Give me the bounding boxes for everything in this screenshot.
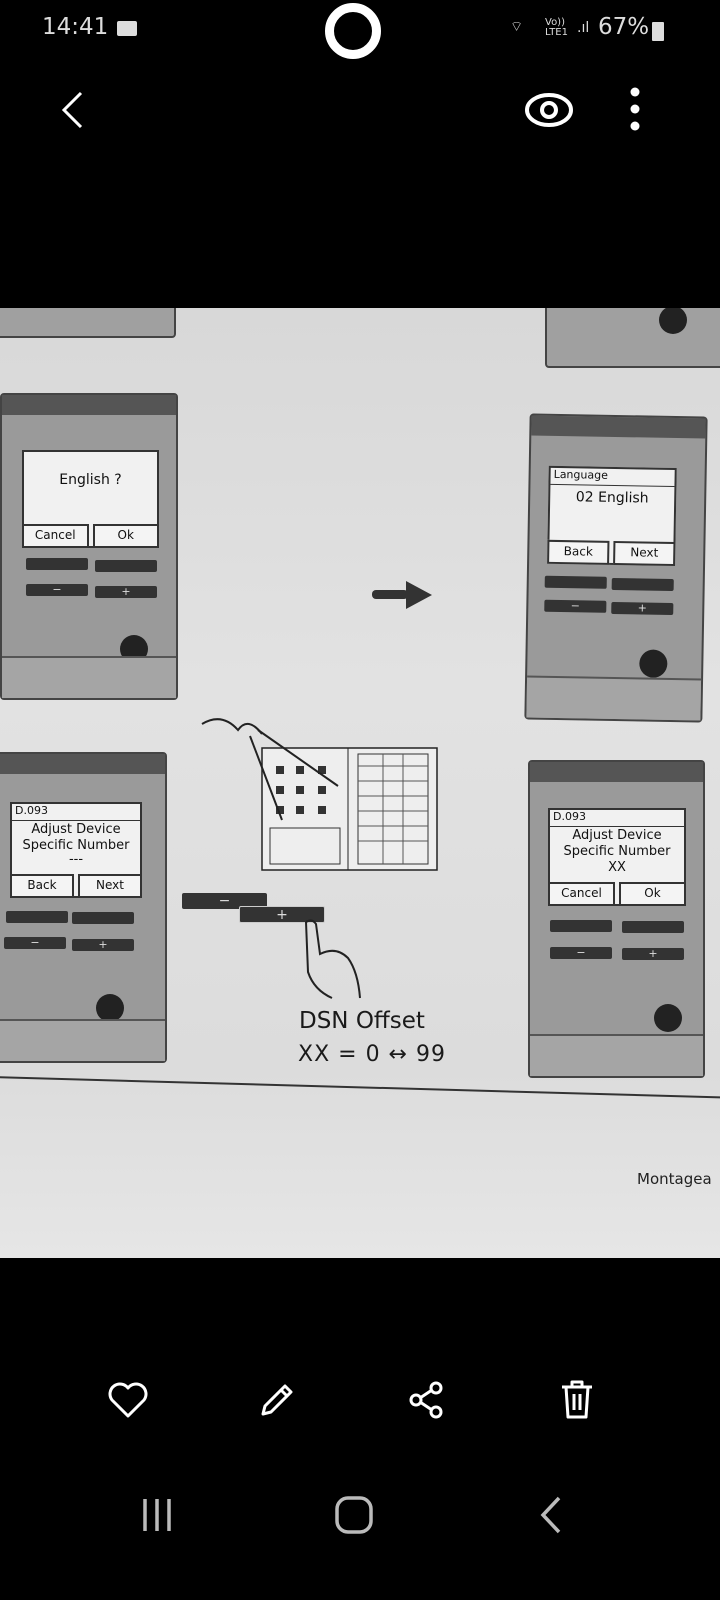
screen-line2: Specific Number <box>22 838 130 853</box>
recent-apps-button[interactable] <box>132 1492 182 1538</box>
view-eye-button[interactable] <box>522 88 576 132</box>
screen-line3: --- <box>68 852 84 867</box>
arrow-right-icon <box>372 581 432 609</box>
device-panel-english: English ? Cancel Ok −+ <box>0 393 178 700</box>
softkey-next: Next <box>78 874 142 898</box>
share-button[interactable] <box>402 1378 450 1422</box>
plus-key: + <box>611 601 674 616</box>
softkey-back: Back <box>547 539 610 565</box>
status-time: 14:41 <box>42 14 109 40</box>
big-minus-key: − <box>182 893 267 909</box>
battery-percent: 67% <box>598 14 650 40</box>
minus-key: − <box>26 584 88 596</box>
screen-text: English ? <box>59 472 122 488</box>
screen-header: D.093 <box>12 804 140 821</box>
softkey-next: Next <box>613 540 676 567</box>
camera-recording-indicator-icon <box>325 3 381 59</box>
home-button[interactable] <box>329 1492 379 1538</box>
minus-key: − <box>4 937 66 949</box>
plus-key: + <box>622 948 684 960</box>
softkey-back: Back <box>10 874 74 898</box>
dsn-offset-range: XX = 0 ↔ 99 <box>298 1042 446 1067</box>
delete-button[interactable] <box>553 1378 601 1422</box>
page-divider-line <box>0 1076 720 1099</box>
message-notification-icon <box>117 21 137 36</box>
softkey-cancel: Cancel <box>548 882 615 906</box>
big-plus-key: + <box>239 906 325 923</box>
dsn-offset-title: DSN Offset <box>299 1008 425 1034</box>
screen-header: Language <box>550 467 675 488</box>
plus-key: + <box>95 586 157 598</box>
softkey-ok: Ok <box>619 882 686 906</box>
edit-button[interactable] <box>253 1378 301 1422</box>
photo-image[interactable]: English ? Cancel Ok −+ Language 02 Engli… <box>0 308 720 1258</box>
screen-line1: Adjust Device <box>572 828 662 843</box>
device-panel-language: Language 02 English Back Next −+ <box>524 413 708 723</box>
back-button[interactable] <box>52 88 92 132</box>
plus-key: + <box>72 939 134 951</box>
minus-key: − <box>544 599 607 613</box>
softkey-ok: Ok <box>92 524 159 548</box>
more-options-button[interactable] <box>620 86 650 132</box>
device-panel-dsn-empty: D.093 Adjust Device Specific Number --- … <box>0 752 167 1063</box>
device-panel-partial <box>545 308 720 368</box>
screen-header: D.093 <box>550 810 684 827</box>
screen-line3: XX <box>608 860 626 875</box>
softkey-cancel: Cancel <box>22 524 89 548</box>
screen-line2: Specific Number <box>563 844 671 859</box>
device-panel-dsn-xx: D.093 Adjust Device Specific Number XX C… <box>528 760 705 1078</box>
minus-key: − <box>550 947 612 959</box>
screen-text: 02 English <box>575 489 649 507</box>
device-panel-partial <box>0 308 176 338</box>
pressing-hand-icon <box>305 919 361 999</box>
battery-icon <box>652 22 664 41</box>
signal-icon: .ıl <box>577 20 590 36</box>
wifi-icon: ⌔ <box>510 19 524 35</box>
screen-line1: Adjust Device <box>31 822 121 837</box>
network-label: Vo)) LTE1 <box>545 17 568 38</box>
nav-back-button[interactable] <box>526 1492 576 1538</box>
page-footer-text: Montagea <box>637 1170 712 1188</box>
favorite-button[interactable] <box>104 1378 152 1422</box>
code-table-diagram <box>201 718 438 871</box>
